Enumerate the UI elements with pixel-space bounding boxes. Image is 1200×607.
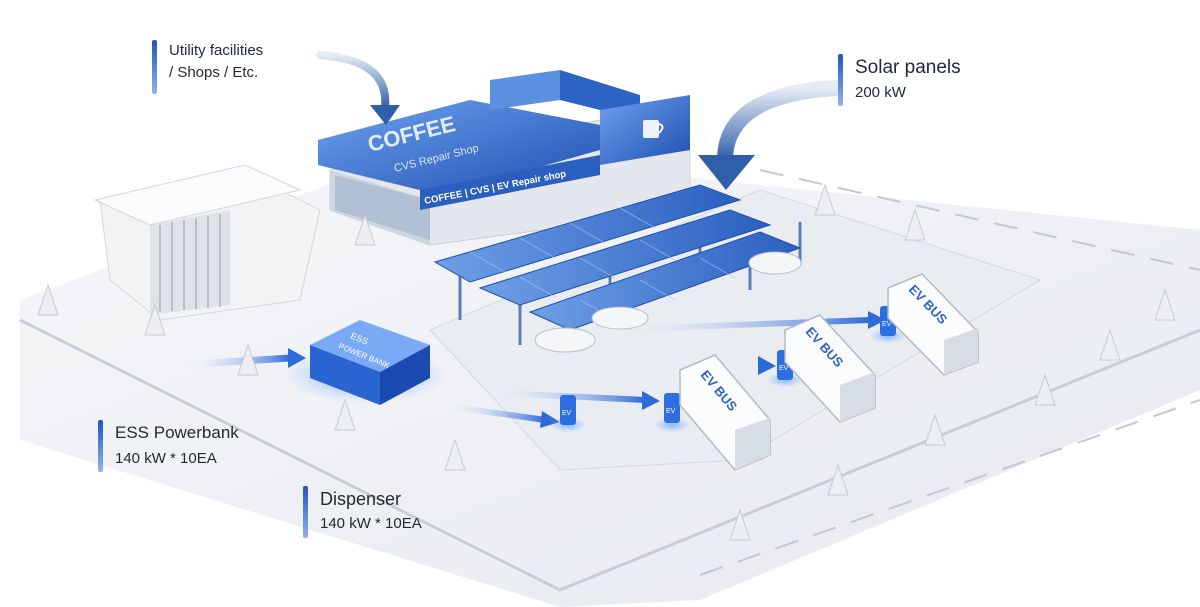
arrowhead xyxy=(758,356,776,375)
dispenser-label: EV xyxy=(779,365,789,372)
ess-powerbank: ESS POWER BANK xyxy=(285,320,445,405)
road-edge xyxy=(19,318,1200,592)
flow-arrow-dispenser-1 xyxy=(437,402,548,423)
arrowhead xyxy=(642,391,660,410)
parked-car xyxy=(534,251,802,353)
parking-lot xyxy=(429,189,1042,471)
dispenser-label: EV xyxy=(562,410,572,417)
callout-solar-line2: 200 kW xyxy=(855,84,906,101)
callout-dispenser-line2: 140 kW * 10EA xyxy=(320,515,422,532)
coffee-cup-icon xyxy=(643,120,664,138)
flow-arrow-ess xyxy=(176,354,294,369)
callout-dispenser: Dispenser 140 kW * 10EA xyxy=(303,486,422,538)
callout-solar-panels: Solar panels 200 kW xyxy=(838,54,961,106)
dispenser-label: EV xyxy=(666,408,676,415)
callout-bar xyxy=(98,420,103,472)
callout-bar xyxy=(152,40,157,94)
arrowhead xyxy=(698,155,755,190)
arrowhead xyxy=(288,348,306,368)
road-lane-line xyxy=(759,169,1200,271)
callout-dispenser-line1: Dispenser xyxy=(320,489,402,509)
road-lane-line xyxy=(699,399,1200,576)
ev-bus: EV BUS xyxy=(784,314,876,423)
callout-bar xyxy=(838,54,843,106)
callout-bar xyxy=(303,486,308,538)
coffee-shop-building: COFFEE CVS Repair Shop COFFEE | CVS | EV… xyxy=(318,70,691,246)
dispenser: EV xyxy=(654,393,690,432)
ev-bus: EV BUS xyxy=(679,354,771,471)
callout-utility-line2: / Shops / Etc. xyxy=(169,64,259,81)
flow-arrow-solar xyxy=(717,80,843,168)
ev-bus: EV BUS xyxy=(887,273,979,376)
office-building xyxy=(93,164,321,321)
ev-buses: EV BUS EV BUS EV BUS xyxy=(679,273,979,471)
callout-utility-line1: Utility facilities xyxy=(169,42,264,59)
dispenser-label: EV xyxy=(882,321,892,328)
trees xyxy=(37,183,1176,541)
arrowhead xyxy=(540,411,560,428)
solar-canopy xyxy=(433,184,802,345)
flow-arrow-utility xyxy=(316,51,390,112)
callout-ess-line1: ESS Powerbank xyxy=(115,423,239,442)
dispenser: EV xyxy=(550,395,586,432)
arrowhead xyxy=(868,311,886,329)
callout-solar-line1: Solar panels xyxy=(855,57,961,78)
arrowhead xyxy=(370,105,400,125)
callout-ess-line2: 140 kW * 10EA xyxy=(115,450,217,467)
callout-ess-powerbank: ESS Powerbank 140 kW * 10EA xyxy=(98,420,239,472)
callout-utility-facilities: Utility facilities / Shops / Etc. xyxy=(152,40,263,94)
